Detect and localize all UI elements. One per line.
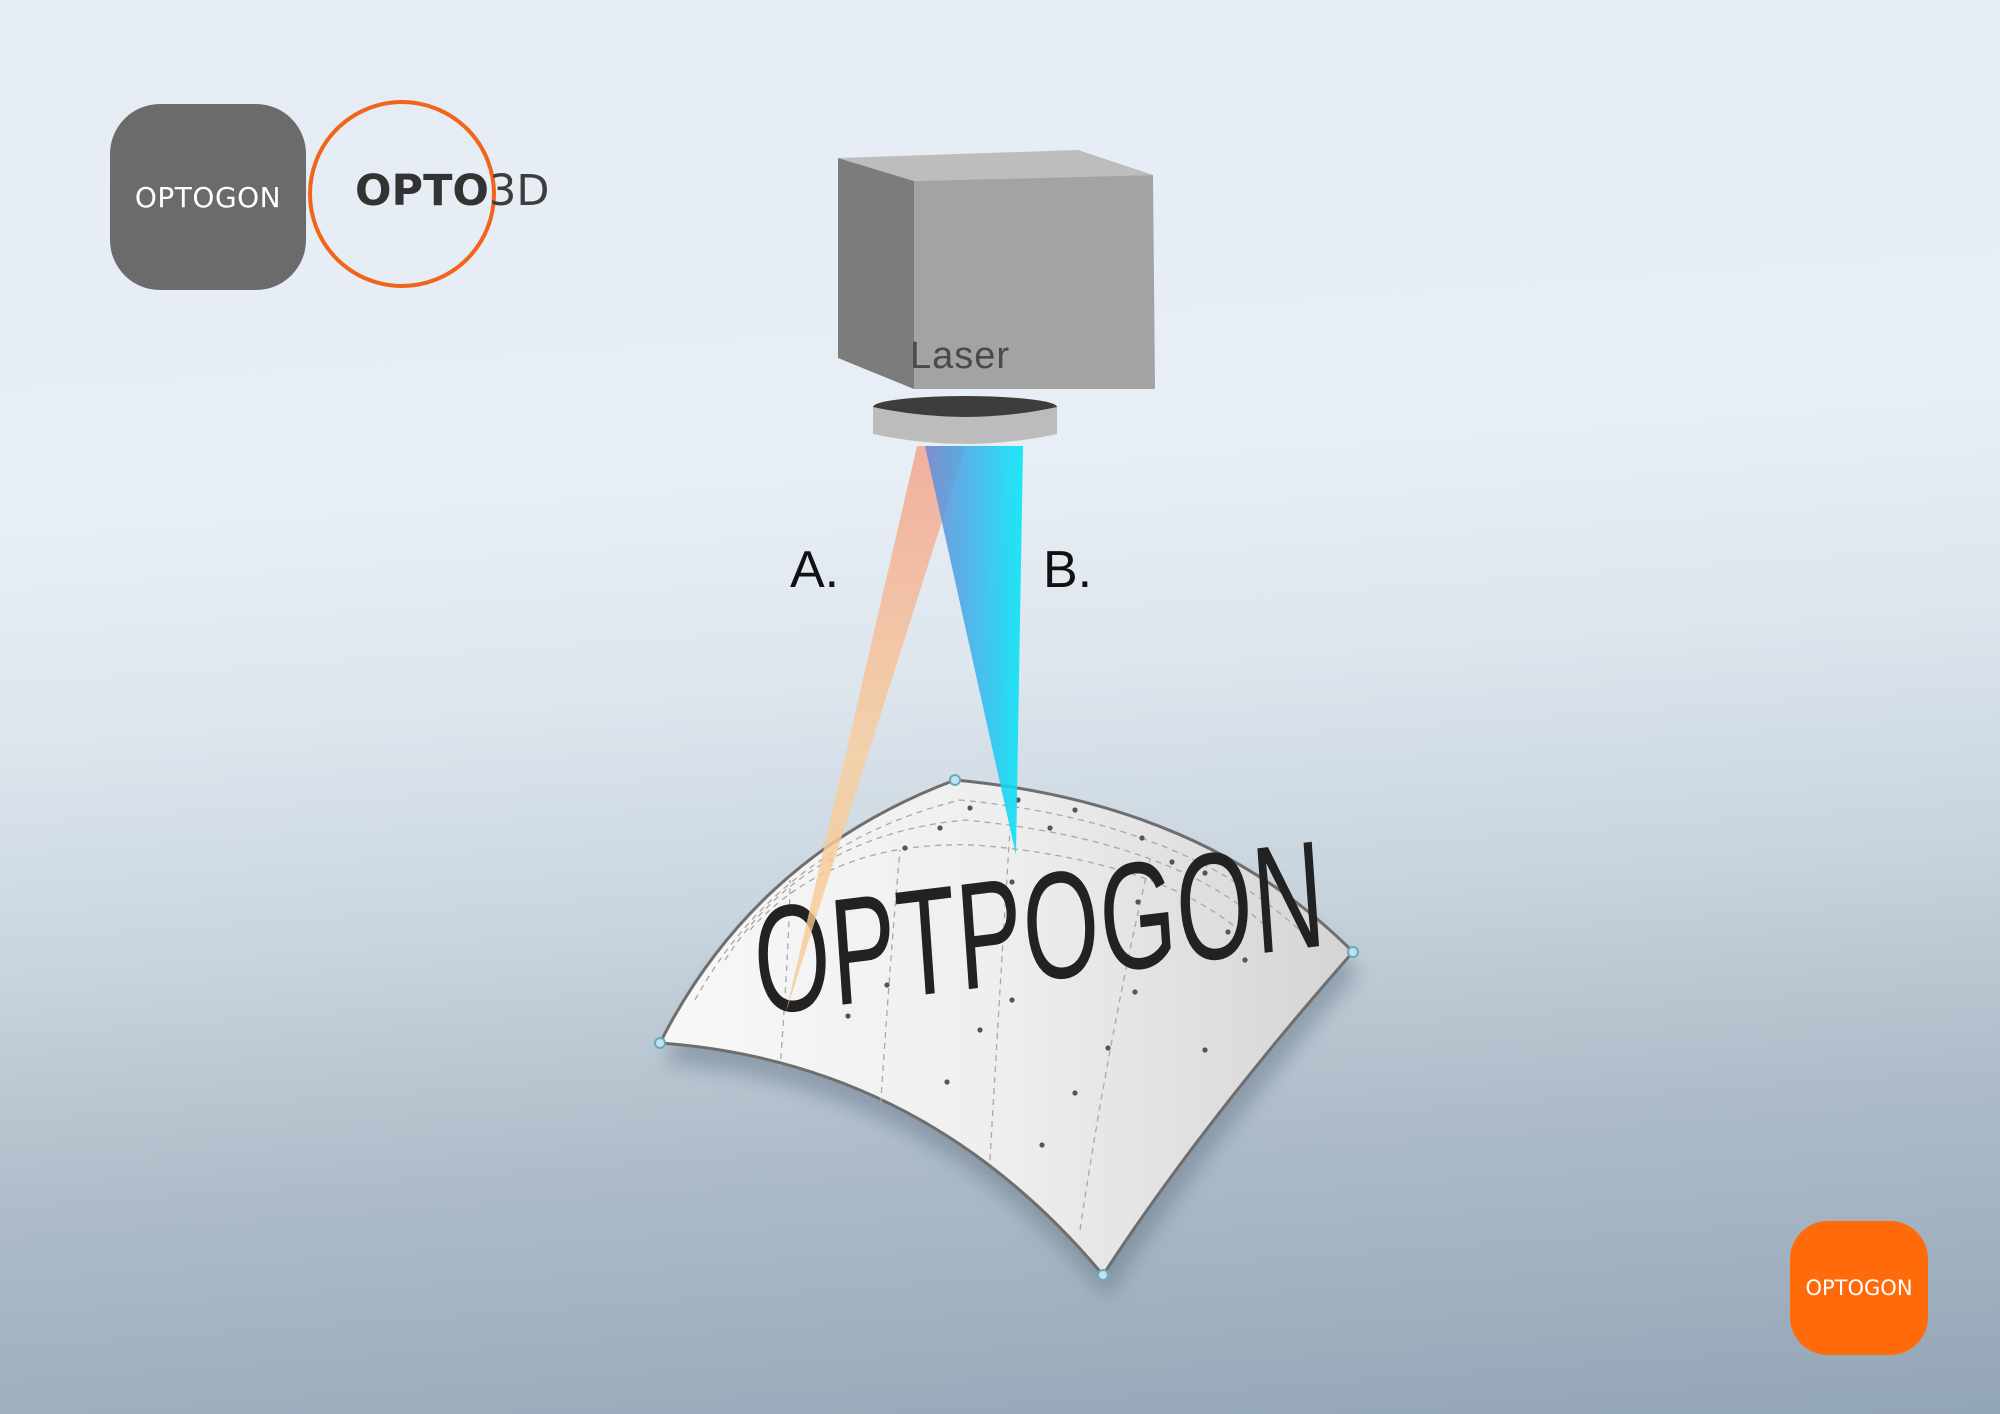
surface-grid — [694, 799, 1311, 1231]
laser-top-face — [838, 150, 1153, 181]
laser-front-face — [914, 175, 1155, 389]
optogon-logo-corner: OPTOGON — [1790, 1221, 1928, 1355]
opto3d-logo-text: OPTO3D — [355, 170, 549, 213]
curved-workpiece: OPTPOGON — [654, 774, 1359, 1281]
optogon-corner-logo-text: OPTOGON — [1805, 1276, 1913, 1300]
laser-label: Laser — [910, 335, 1010, 377]
opto3d-logo-ring — [308, 100, 496, 288]
beam-b — [925, 446, 1023, 855]
opto3d-logo-bold: OPTO — [355, 166, 489, 216]
opto3d-logo-light: 3D — [488, 166, 550, 216]
beam-a-label: A. — [790, 541, 839, 599]
lens-side — [873, 407, 1057, 444]
optogon-logo-main: OPTOGON — [110, 104, 306, 290]
lens-top — [873, 396, 1057, 418]
beam-a — [786, 446, 966, 1012]
surface-handles — [654, 774, 1359, 1281]
surface-grid-points — [845, 797, 1248, 1148]
beam-b-label: B. — [1043, 541, 1092, 599]
laser-head: Laser — [838, 150, 1155, 444]
laser-left-face — [838, 158, 914, 389]
optogon-logo-text: OPTOGON — [134, 180, 282, 214]
